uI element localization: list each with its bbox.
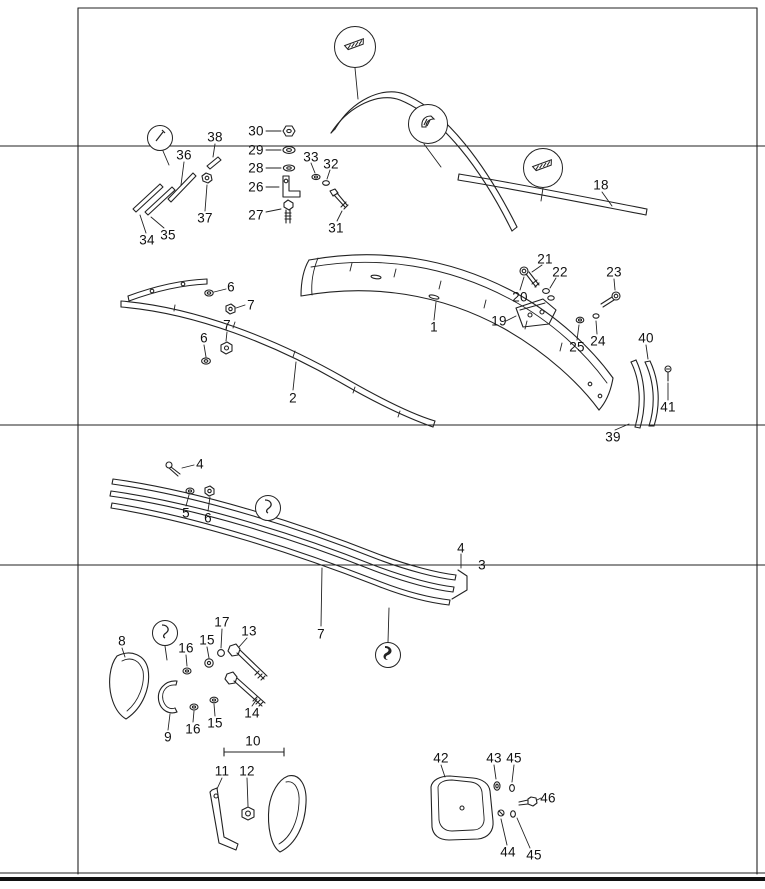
trim-end-pieces <box>132 156 222 216</box>
hardware-cluster-top <box>282 125 349 224</box>
trim-strip-18 <box>457 173 648 216</box>
mount-hardware-19-25 <box>515 266 621 328</box>
upper-trim-strip <box>330 91 518 232</box>
leader-lines <box>121 67 669 849</box>
lower-valance-2 <box>120 278 436 428</box>
front-bumper-1 <box>300 254 614 411</box>
frame <box>0 7 765 881</box>
valance-hardware-6-7 <box>201 289 236 365</box>
guard-group-left <box>109 643 268 720</box>
lower-bumper-strips-3 <box>109 461 468 606</box>
guard-block-42-46 <box>430 775 538 841</box>
bracket-group-10-12 <box>209 747 307 853</box>
end-strips-39-40 <box>630 359 672 429</box>
